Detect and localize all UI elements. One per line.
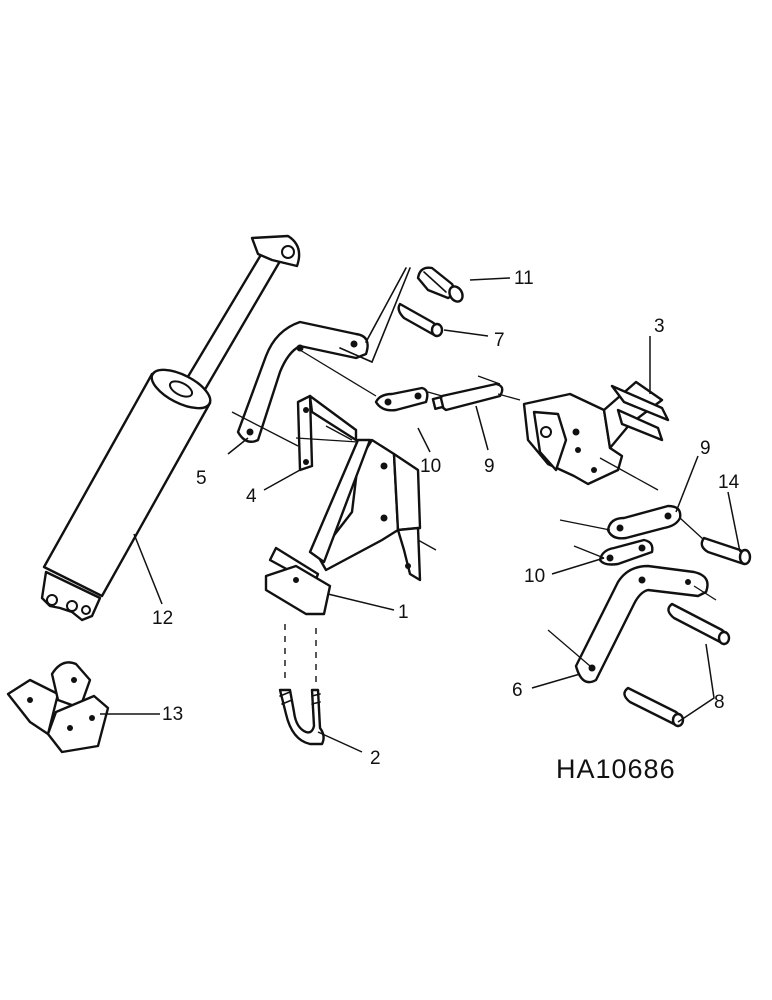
hydraulic-cylinder-part xyxy=(40,234,301,622)
upper-lever-arm-part xyxy=(236,267,411,443)
mounting-plate-part xyxy=(296,394,358,472)
callout-9-lower: 9 xyxy=(700,438,711,459)
assembly-axis-lines xyxy=(231,349,717,684)
main-frame-bracket-part xyxy=(264,438,422,616)
drawing-number: HA10686 xyxy=(556,754,676,784)
callout-14: 14 xyxy=(718,472,740,493)
lower-pins-part xyxy=(623,602,731,728)
lower-link-bar-part xyxy=(606,504,682,540)
callout-1: 1 xyxy=(398,602,409,623)
callout-11: 11 xyxy=(514,268,534,289)
callout-labels: 1 2 3 4 5 6 7 8 9 9 10 10 11 12 13 14 xyxy=(152,268,740,769)
callout-9-upper: 9 xyxy=(484,456,495,477)
callout-3: 3 xyxy=(654,316,665,337)
upper-link-plate-part xyxy=(374,386,429,412)
callout-10-upper: 10 xyxy=(420,456,441,477)
right-pin-part xyxy=(700,536,752,566)
callout-5: 5 xyxy=(196,468,207,489)
hinge-bracket-part xyxy=(522,380,670,486)
callout-12: 12 xyxy=(152,608,173,629)
callout-10-lower: 10 xyxy=(524,566,545,587)
u-bolt-part xyxy=(278,688,325,746)
callout-2: 2 xyxy=(370,748,381,769)
callout-8: 8 xyxy=(714,692,725,713)
callout-leader-lines xyxy=(100,277,741,753)
anchor-bracket-part xyxy=(6,661,110,754)
callout-7: 7 xyxy=(494,330,505,351)
callout-4: 4 xyxy=(246,486,257,507)
lower-link-plate-part xyxy=(598,538,654,566)
callout-6: 6 xyxy=(512,680,523,701)
upper-link-bar-part xyxy=(431,382,504,412)
shouldered-pin-part xyxy=(416,266,464,303)
lower-lever-arm-part xyxy=(574,564,709,684)
straight-pin-part xyxy=(397,302,444,338)
callout-13: 13 xyxy=(162,704,183,725)
